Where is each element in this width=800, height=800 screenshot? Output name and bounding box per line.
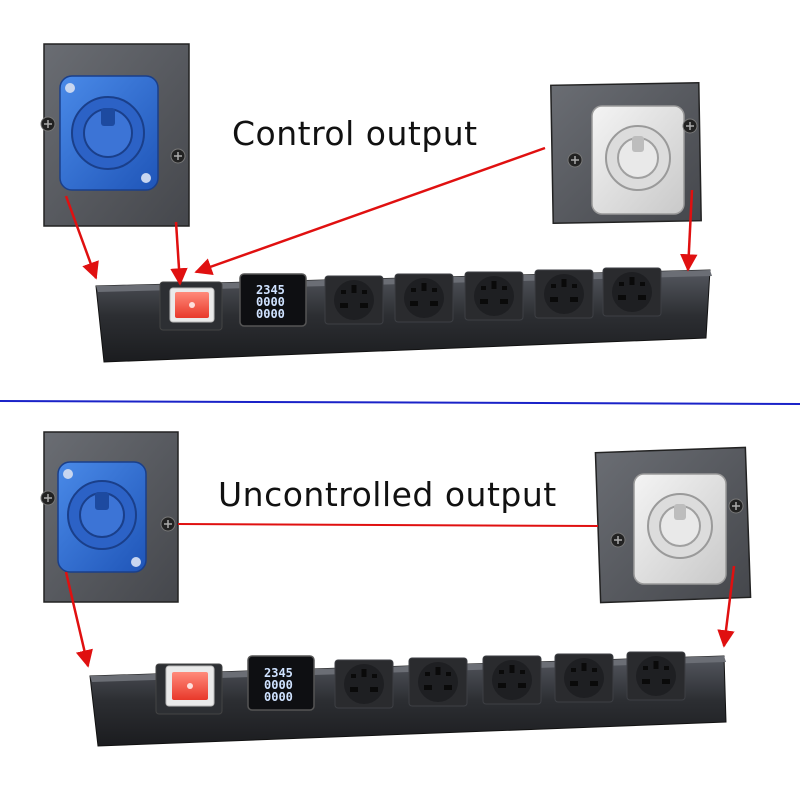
universal-socket-icon [602, 267, 662, 317]
screw-icon [567, 152, 583, 168]
power-strip-bottom [89, 651, 727, 747]
meter-display [247, 655, 315, 711]
universal-socket-icon [464, 271, 524, 321]
meter-line-2: 0000 [264, 678, 293, 692]
universal-socket-icon [394, 273, 454, 323]
white-connector-panel-top [550, 81, 702, 225]
universal-socket-icon [482, 655, 542, 705]
meter-line-3: 0000 [264, 690, 293, 704]
meter-line-1: 2345 [264, 666, 293, 680]
meter-readout-bottom: 2345 0000 0000 [264, 666, 293, 704]
universal-socket-icon [408, 657, 468, 707]
white-connector-panel-bottom [594, 446, 752, 604]
meter-display [239, 273, 307, 327]
arrows-bottom [64, 565, 736, 668]
universal-socket-icon [534, 269, 594, 319]
connection-line [177, 523, 599, 527]
universal-socket-icon [626, 651, 686, 701]
universal-socket-icon [334, 659, 394, 709]
screw-icon [40, 116, 56, 132]
blue-connector-panel-bottom [40, 431, 179, 603]
meter-line-2: 0000 [256, 295, 285, 309]
screw-icon [40, 490, 56, 506]
screw-icon [610, 532, 626, 548]
screw-icon [170, 148, 186, 164]
screw-icon [682, 118, 698, 134]
screw-icon [728, 498, 744, 514]
blue-connector-panel-top [40, 43, 190, 227]
universal-socket-icon [324, 275, 384, 325]
screw-icon [160, 516, 176, 532]
section-divider [0, 400, 800, 405]
arrows-top [64, 146, 698, 286]
meter-line-1: 2345 [256, 283, 285, 297]
uncontrolled-output-label: Uncontrolled output [218, 475, 557, 514]
control-output-label: Control output [232, 114, 478, 153]
meter-readout-top: 2345 0000 0000 [256, 283, 285, 321]
power-strip-top [95, 267, 712, 363]
meter-line-3: 0000 [256, 307, 285, 321]
universal-socket-icon [554, 653, 614, 703]
